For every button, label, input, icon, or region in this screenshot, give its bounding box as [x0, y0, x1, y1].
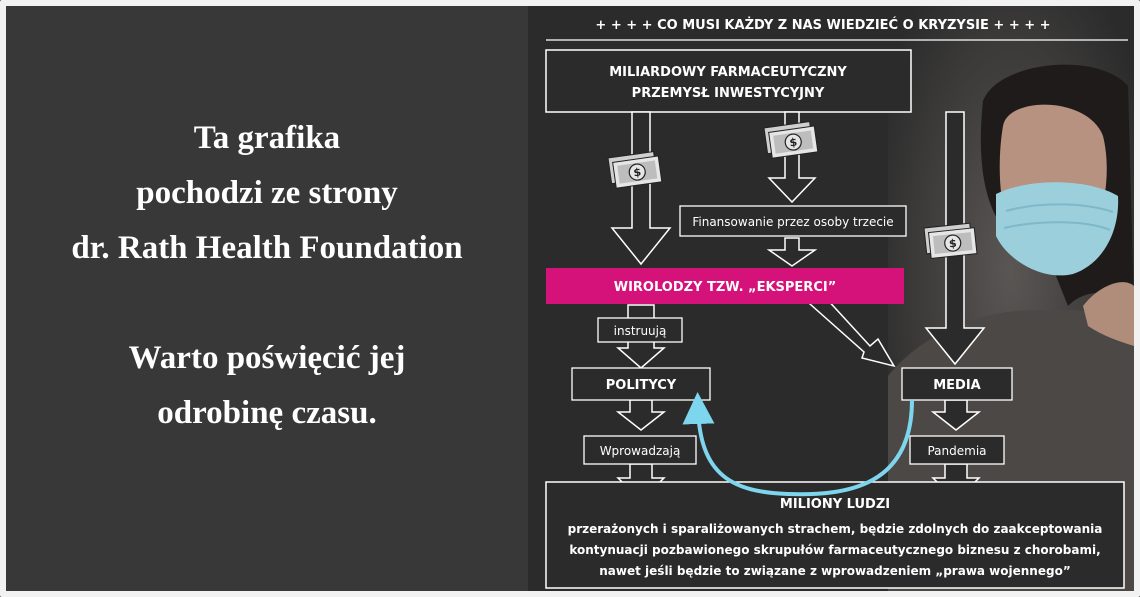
arrow-top-to-virologists	[610, 111, 672, 266]
source-note-line: Ta grafika	[193, 120, 341, 156]
pandemic-label-box: Pandemia	[909, 435, 1005, 465]
third-party-funding-label: Finansowanie przez osoby trzecie	[692, 215, 893, 229]
millions-line1: przerażonych i sparaliżowanych strachem,…	[568, 522, 1103, 536]
millions-line2: kontynuacji pozbawionego skrupułów farma…	[569, 543, 1100, 557]
money-icon: $	[763, 121, 819, 159]
millions-of-people-box: MILIONY LUDZI przerażonych i sparaliżowa…	[545, 481, 1125, 589]
politicians-label: POLITYCY	[606, 378, 677, 393]
arrow-third-party-to-virologists	[766, 237, 818, 267]
dollar-symbol: $	[633, 166, 642, 180]
virologists-label: WIROLODZY TZW. „EKSPERCI”	[614, 280, 837, 295]
money-icon: $	[607, 151, 663, 189]
virologists-box: WIROLODZY TZW. „EKSPERCI”	[546, 268, 904, 304]
feedback-loop-arrow	[682, 392, 914, 497]
arrow-virologists-to-media	[808, 295, 896, 368]
dollar-symbol: $	[948, 237, 957, 251]
dollar-symbol: $	[789, 136, 798, 150]
source-note-line: pochodzi ze strony	[136, 175, 398, 211]
arrow-media-to-pandemic	[930, 399, 982, 431]
third-party-funding-box: Finansowanie przez osoby trzecie	[679, 205, 907, 237]
source-note-panel: Ta grafika pochodzi ze strony dr. Rath H…	[6, 6, 528, 591]
recommendation-line: Warto poświęcić jej	[128, 340, 406, 376]
millions-line3: nawet jeśli będzie to związane z wprowad…	[599, 564, 1070, 578]
politicians-box: POLITYCY	[571, 367, 711, 401]
instruct-label: instruują	[614, 324, 667, 338]
top-box-line1: MILIARDOWY FARMACEUTYCZNY	[609, 65, 847, 80]
money-icon: $	[923, 222, 978, 259]
pandemic-label: Pandemia	[927, 444, 986, 458]
diagram-panel: + + + + CO MUSI KAŻDY Z NAS WIEDZIEĆ O K…	[528, 6, 1134, 591]
introduce-label: Wprowadzają	[600, 444, 681, 458]
top-box-line2: PRZEMYSŁ INWESTYCYJNY	[632, 86, 825, 101]
media-box: MEDIA	[901, 367, 1013, 401]
introduce-label-box: Wprowadzają	[583, 435, 697, 465]
media-label: MEDIA	[933, 378, 981, 393]
arrow-politicians-to-introduce	[615, 399, 667, 431]
top-box: MILIARDOWY FARMACEUTYCZNY PRZEMYSŁ INWES…	[545, 49, 912, 113]
instruct-label-box: instruują	[597, 317, 683, 343]
flow-diagram: + + + + CO MUSI KAŻDY Z NAS WIEDZIEĆ O K…	[545, 6, 1134, 591]
source-note-line: dr. Rath Health Foundation	[71, 230, 463, 266]
millions-title: MILIONY LUDZI	[780, 497, 890, 512]
diagram-header: + + + + CO MUSI KAŻDY Z NAS WIEDZIEĆ O K…	[595, 17, 1050, 33]
recommendation-line: odrobinę czasu.	[157, 395, 377, 431]
